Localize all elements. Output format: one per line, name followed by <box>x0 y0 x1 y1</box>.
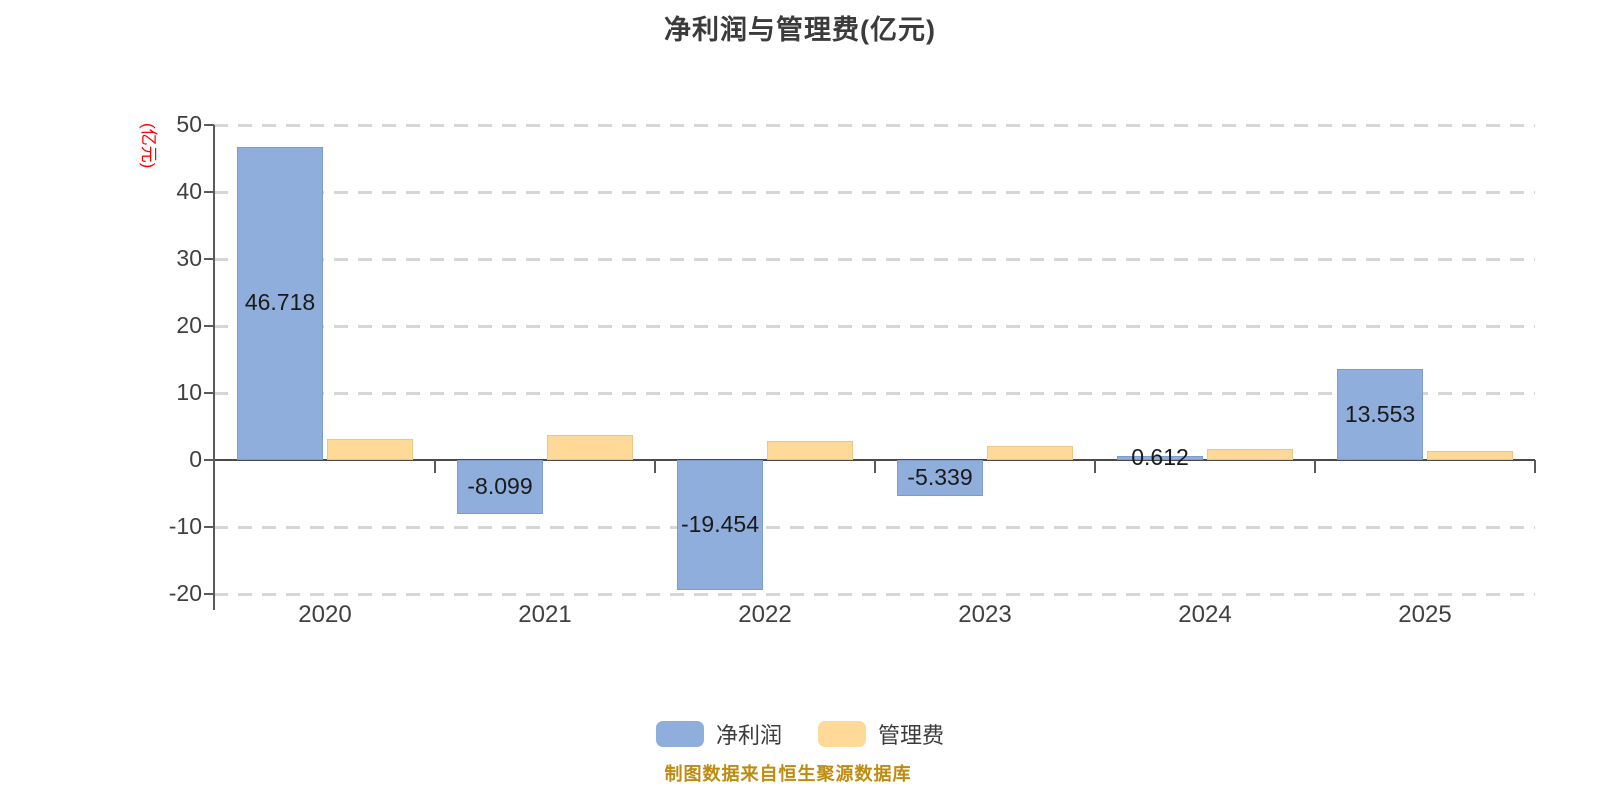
gridline <box>214 325 1535 328</box>
legend-label: 管理费 <box>878 723 945 748</box>
net-profit-bar <box>897 460 983 496</box>
y-axis-tick <box>204 459 214 461</box>
x-axis-tick <box>874 460 876 473</box>
net-profit-swatch-icon <box>655 721 704 747</box>
net-profit-bar <box>1117 455 1203 460</box>
y-axis-tick-label: 20 <box>176 312 202 338</box>
x-axis-tick <box>654 460 656 473</box>
y-axis-line <box>213 125 215 610</box>
y-axis-tick <box>204 392 214 394</box>
x-axis-category-label: 2022 <box>738 601 792 628</box>
y-axis-tick <box>204 593 214 595</box>
management-fee-bar <box>327 439 413 460</box>
bar-value-label: -19.454 <box>680 511 759 538</box>
gridline <box>214 526 1535 529</box>
y-axis-tick <box>204 258 214 260</box>
net-profit-bar <box>677 460 763 591</box>
bar-value-label: 0.612 <box>1131 443 1189 470</box>
gridline <box>214 191 1535 194</box>
net-profit-bar <box>457 460 543 515</box>
y-axis-tick <box>204 191 214 193</box>
bar-value-label: 13.553 <box>1344 400 1416 427</box>
gridline <box>214 258 1535 261</box>
management-fee-bar <box>987 445 1073 460</box>
net-profit-bar <box>1337 369 1423 460</box>
net-profit-bar <box>237 146 323 460</box>
x-axis-category-label: 2025 <box>1398 601 1452 628</box>
x-axis-category-label: 2024 <box>1178 601 1232 628</box>
x-axis-tick <box>1314 460 1316 473</box>
y-axis-tick <box>204 124 214 126</box>
x-axis-category-label: 2021 <box>518 601 572 628</box>
management-fee-bar <box>1427 451 1513 460</box>
gridline <box>214 593 1535 596</box>
y-axis-tick-label: 0 <box>189 446 202 472</box>
management-fee-bar <box>767 441 853 460</box>
gridline <box>214 392 1535 395</box>
y-axis-tick-label: -10 <box>168 513 202 539</box>
bar-value-label: -5.339 <box>907 463 973 490</box>
x-axis-tick <box>434 460 436 473</box>
y-axis-tick <box>204 526 214 528</box>
chart-title: 净利润与管理费(亿元) <box>664 15 936 45</box>
legend-label: 净利润 <box>715 723 782 748</box>
y-axis-tick-label: -20 <box>168 580 202 606</box>
gridline <box>214 124 1535 127</box>
legend-item-net-profit: 净利润 <box>655 718 782 750</box>
bar-value-label: -8.099 <box>467 473 533 500</box>
y-axis-tick <box>204 325 214 327</box>
bar-value-label: 46.718 <box>244 289 316 316</box>
y-axis-tick-label: 30 <box>176 245 202 271</box>
x-axis-tick <box>1094 460 1096 473</box>
management-fee-bar <box>1207 449 1293 460</box>
management-fee-bar <box>547 435 633 460</box>
y-axis-tick-label: 50 <box>176 111 202 137</box>
y-axis-tick-label: 40 <box>176 178 202 204</box>
legend: 净利润 管理费 <box>0 718 1600 750</box>
legend-item-management-fee: 管理费 <box>818 718 944 750</box>
y-axis-tick-label: 10 <box>176 379 202 405</box>
x-axis-category-label: 2020 <box>298 601 352 628</box>
data-source-note: 制图数据来自恒生聚源数据库 <box>664 764 912 784</box>
x-axis-category-label: 2023 <box>958 601 1012 628</box>
management-fee-swatch-icon <box>818 721 866 747</box>
x-axis-tick <box>1534 460 1536 473</box>
